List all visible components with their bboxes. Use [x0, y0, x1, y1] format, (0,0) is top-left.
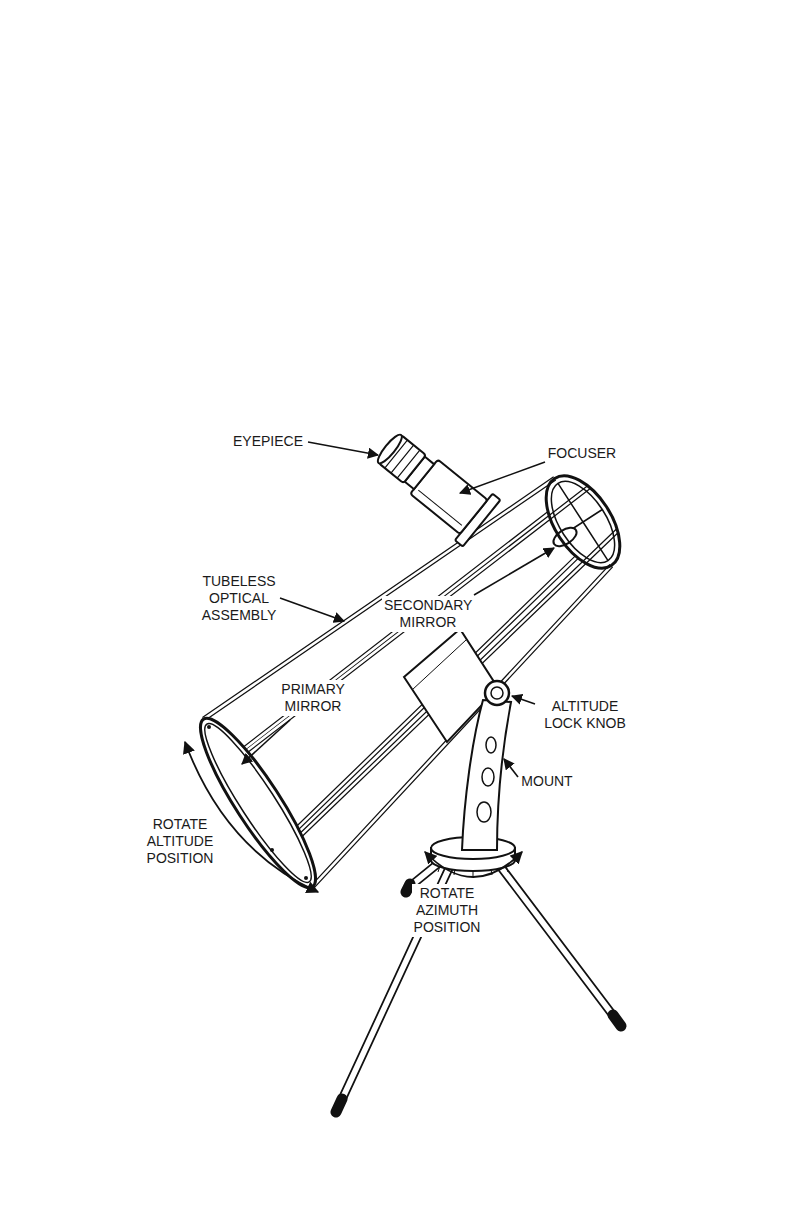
eyepiece-lens	[375, 432, 405, 466]
mount-arm	[462, 700, 511, 850]
part-label: TUBELESS OPTICAL ASSEMBLY	[200, 572, 278, 625]
cradle-edge	[412, 640, 466, 690]
mount-hole	[477, 802, 491, 822]
part-label: ROTATE ALTITUDE POSITION	[145, 815, 216, 868]
leader-line	[308, 442, 378, 455]
top-ring	[531, 463, 635, 581]
spider-vane	[558, 483, 608, 560]
focuser-shade	[418, 490, 462, 525]
part-label: SECONDARY MIRROR	[382, 596, 474, 632]
part-label: ROTATE AZIMUTH POSITION	[412, 884, 483, 937]
part-label: EYEPIECE	[231, 432, 305, 451]
cell-screw	[304, 876, 308, 880]
part-label: MOUNT	[519, 772, 574, 791]
cell-screw	[207, 725, 211, 729]
part-label: ALTITUDE LOCK KNOB	[537, 697, 633, 733]
leader-line	[504, 759, 518, 777]
leader-line	[280, 598, 344, 621]
part-label: FOCUSER	[546, 444, 618, 463]
focuser-group	[367, 423, 500, 547]
azimuth-arrow	[425, 852, 522, 877]
tripod-leg	[338, 862, 618, 1108]
leader-line	[242, 720, 290, 764]
leader-line	[474, 548, 554, 595]
top-ring-inner	[539, 471, 628, 573]
cell-screw	[270, 848, 274, 852]
leader-line	[460, 462, 545, 493]
part-label: PRIMARY MIRROR	[279, 680, 346, 716]
tripod-leg-outline	[338, 862, 618, 1108]
primary-cell	[185, 707, 331, 899]
mount-hole	[486, 737, 496, 753]
altitude-knob-cap	[491, 687, 503, 699]
leader-line	[512, 696, 535, 704]
altitude-knob	[485, 681, 509, 705]
mount-hole	[482, 768, 494, 786]
tripod-foot	[336, 884, 621, 1112]
